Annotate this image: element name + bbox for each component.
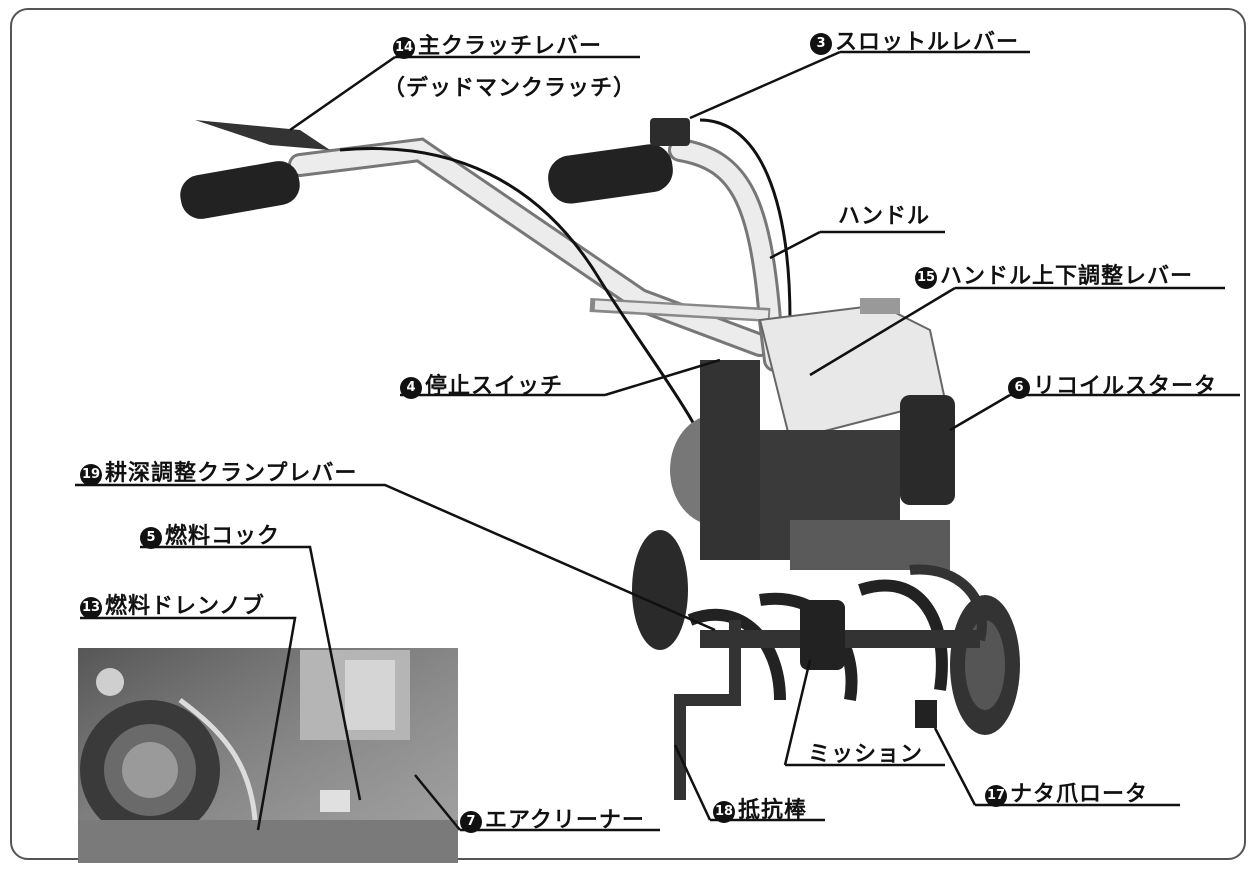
engine: [670, 298, 955, 570]
left-grip: [180, 120, 330, 219]
right-grip: [548, 118, 690, 204]
label-handle: ハンドル: [838, 204, 931, 229]
clutch-cable: [339, 147, 722, 481]
fuel-system-inset-photo: [78, 648, 458, 863]
label-main-clutch-sub: （デッドマンクラッチ）: [383, 76, 637, 101]
resistance-bar: [674, 620, 741, 800]
throttle-cable: [699, 118, 792, 321]
tines-and-wheel: [632, 530, 1020, 735]
label-mission: ミッション: [808, 742, 924, 767]
handle-bar: [288, 137, 787, 372]
